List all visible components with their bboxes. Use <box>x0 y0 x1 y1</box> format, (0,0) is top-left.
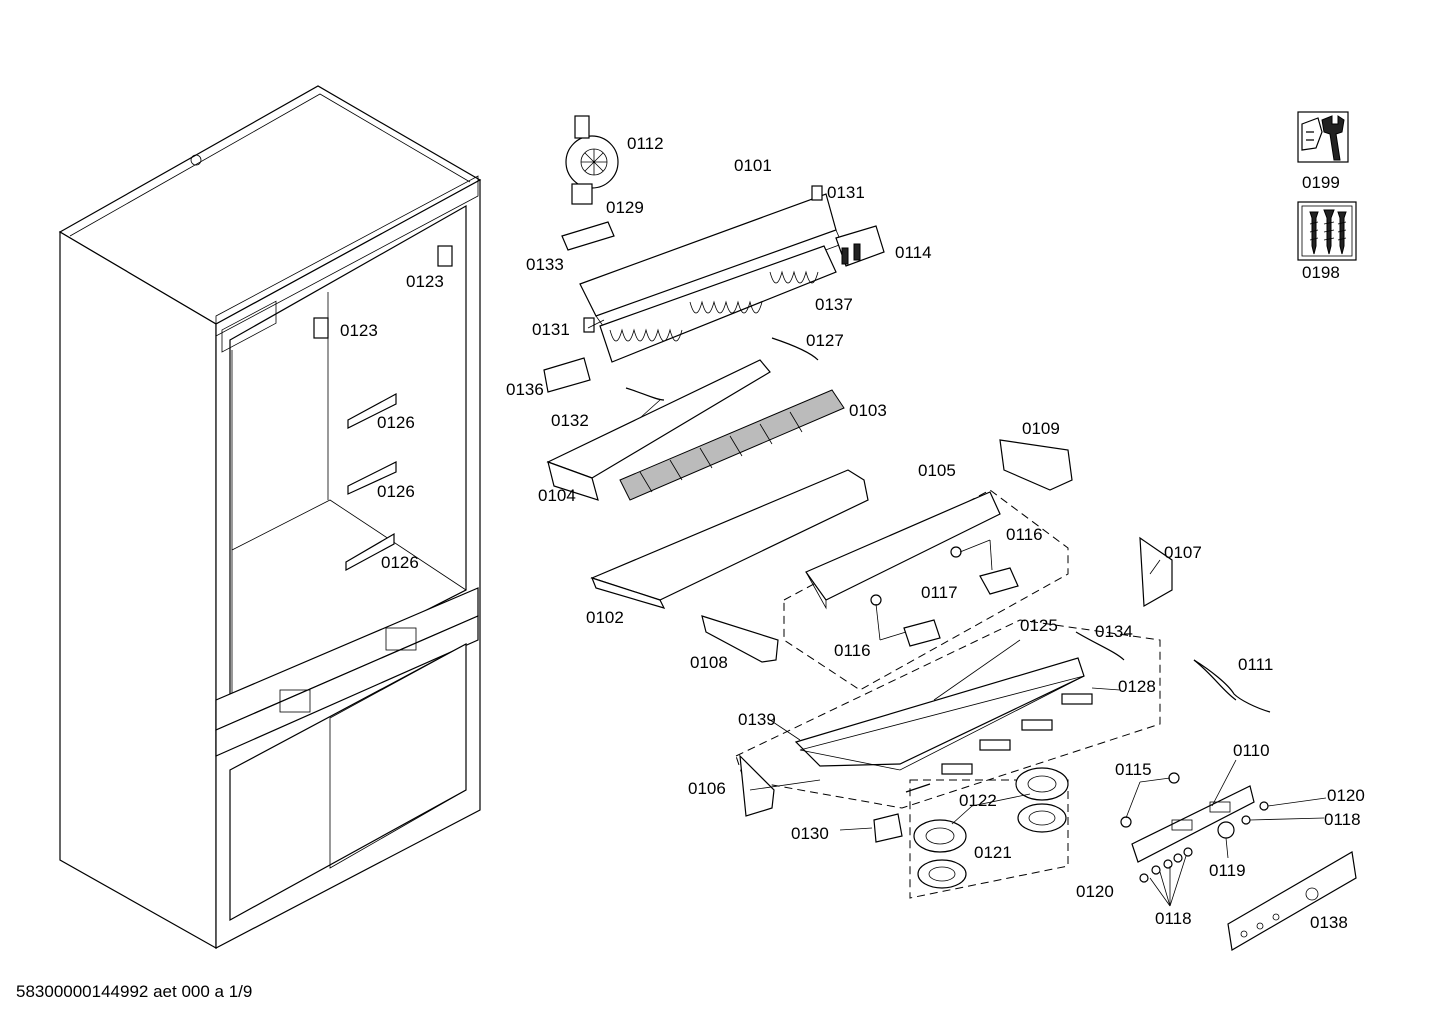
part-labels: 0112 0101 0131 0129 0133 0114 0123 0137 … <box>340 134 1365 932</box>
label-0138: 0138 <box>1310 913 1348 932</box>
label-0199: 0199 <box>1302 173 1340 192</box>
dashed-group-0121 <box>909 779 1069 899</box>
refrigerator-cabinet <box>58 85 482 950</box>
label-0122: 0122 <box>959 791 997 810</box>
label-0137: 0137 <box>815 295 853 314</box>
label-0102: 0102 <box>586 608 624 627</box>
wrench-tool-icon <box>1297 111 1349 163</box>
evaporator-coil <box>599 245 837 363</box>
bracket-0109 <box>999 439 1073 491</box>
label-0114: 0114 <box>895 243 932 262</box>
drawing-id: 58300000144992 aet 000 a 1/9 <box>16 982 252 1001</box>
label-0117: 0117 <box>921 583 958 602</box>
front-panel-0138 <box>1227 851 1357 951</box>
knobs-0121-0122 <box>905 767 1069 889</box>
lamp-holders <box>870 546 1019 647</box>
label-0126-bottom: 0126 <box>381 553 419 572</box>
label-0116-right: 0116 <box>1006 525 1043 544</box>
label-0108: 0108 <box>690 653 728 672</box>
screws-icon <box>1297 201 1357 261</box>
label-0120-left: 0120 <box>1076 882 1114 901</box>
label-0106: 0106 <box>688 779 726 798</box>
label-0118-right: 0118 <box>1324 810 1361 829</box>
label-0112: 0112 <box>627 134 664 153</box>
label-0118-left: 0118 <box>1155 909 1192 928</box>
label-0129: 0129 <box>606 198 644 217</box>
label-0126-middle: 0126 <box>377 482 415 501</box>
label-0123-right: 0123 <box>406 272 444 291</box>
label-0136: 0136 <box>506 380 544 399</box>
label-0134: 0134 <box>1095 622 1133 641</box>
drip-tray-0104 <box>546 359 771 501</box>
clip-0130 <box>873 813 903 843</box>
label-0131-upper: 0131 <box>827 183 865 202</box>
label-0111: 0111 <box>1238 655 1273 674</box>
label-0109: 0109 <box>1022 419 1060 438</box>
label-0133: 0133 <box>526 255 564 274</box>
label-0121: 0121 <box>974 843 1012 862</box>
bracket-0107 <box>1139 536 1173 608</box>
label-0126-top: 0126 <box>377 413 415 432</box>
label-0104: 0104 <box>538 486 576 505</box>
control-housing-0139 <box>794 657 1085 771</box>
bracket-0106 <box>739 754 775 817</box>
bracket-0108 <box>701 615 779 663</box>
drip-pan-0102 <box>590 469 869 609</box>
label-0198: 0198 <box>1302 263 1340 282</box>
dashed-group-0105 <box>783 489 1069 691</box>
label-0115: 0115 <box>1115 760 1152 779</box>
label-0132: 0132 <box>551 411 589 430</box>
label-0120-right: 0120 <box>1327 786 1365 805</box>
label-0105: 0105 <box>918 461 956 480</box>
label-0119: 0119 <box>1209 861 1246 880</box>
vent-grilles-0128 <box>941 693 1093 775</box>
fan-assembly <box>565 115 619 205</box>
label-0139: 0139 <box>738 710 776 729</box>
label-0125: 0125 <box>1020 616 1058 635</box>
label-0101: 0101 <box>734 156 772 175</box>
label-0103: 0103 <box>849 401 887 420</box>
label-0123-left: 0123 <box>340 321 378 340</box>
housing-0105 <box>805 491 1001 610</box>
label-0128: 0128 <box>1118 677 1156 696</box>
label-0116-left: 0116 <box>834 641 871 660</box>
label-0130: 0130 <box>791 824 829 843</box>
label-0110: 0110 <box>1233 741 1270 760</box>
leader-lines <box>587 319 1327 907</box>
dashed-group-0139 <box>735 619 1161 809</box>
label-0127: 0127 <box>806 331 844 350</box>
wiring-0134-0111 <box>1075 631 1271 713</box>
label-0131-lower: 0131 <box>532 320 570 339</box>
evaporator-0103 <box>619 389 845 501</box>
small-parts-upper <box>543 185 885 401</box>
label-0107: 0107 <box>1164 543 1202 562</box>
